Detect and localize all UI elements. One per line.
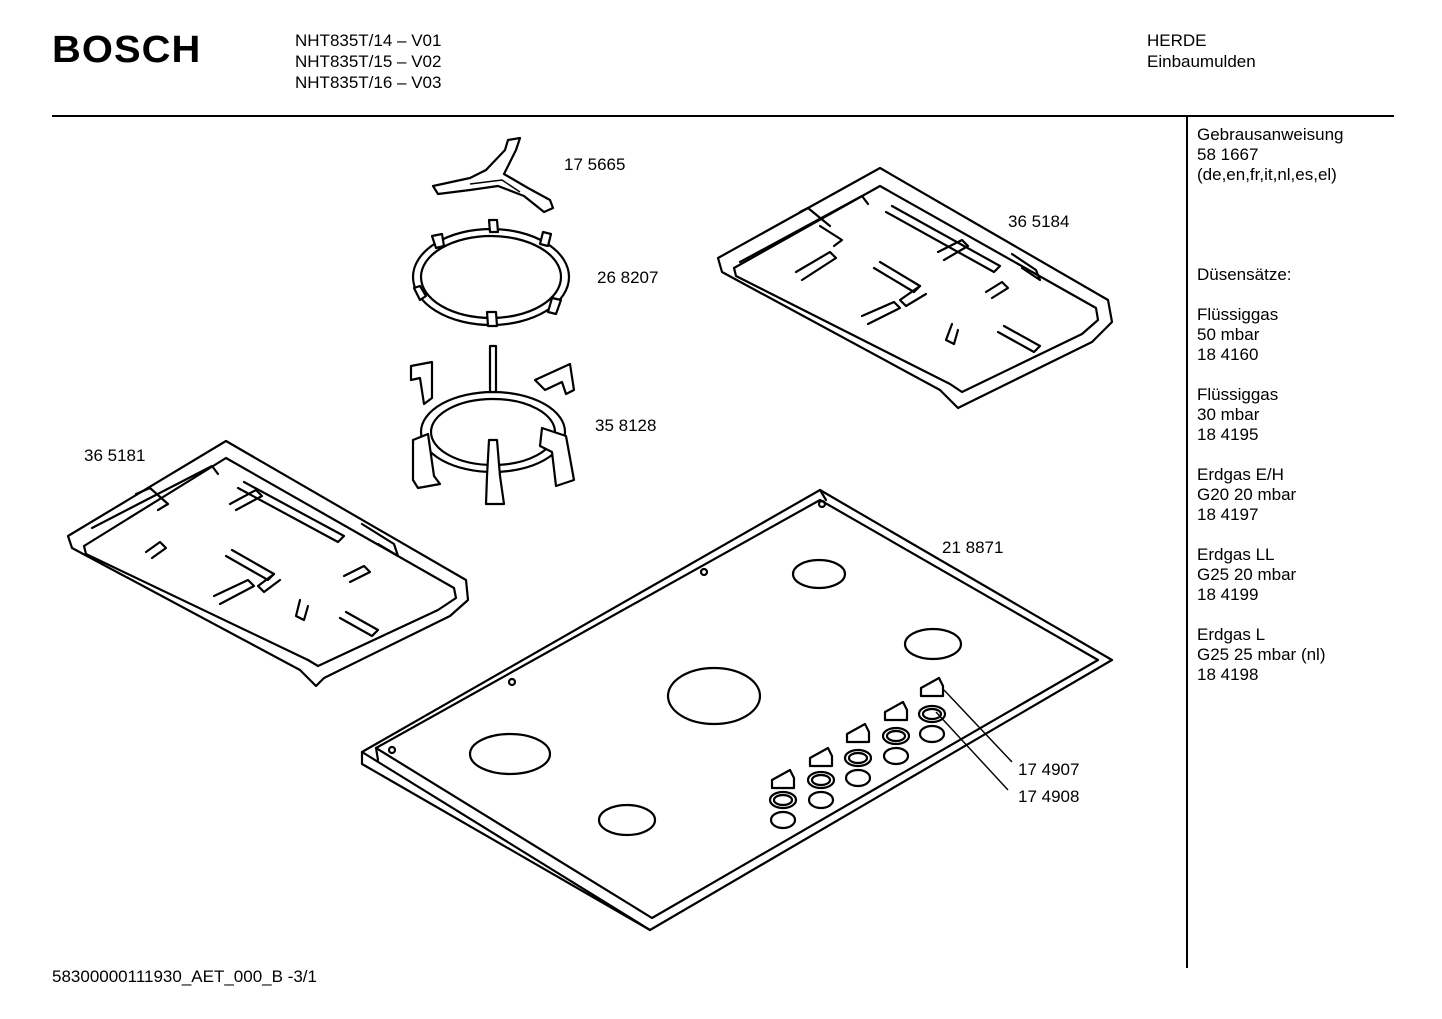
wok-ring-part [411,218,571,328]
nozzle-set: Flüssiggas 30 mbar 18 4195 [1197,385,1343,445]
brand-logo: BOSCH [52,29,202,71]
nozzle-part: 18 4195 [1197,425,1259,444]
leader-line-knob-ring [935,711,1009,791]
nozzle-pressure: 50 mbar [1197,325,1260,344]
control-knob-row [768,676,947,830]
header-divider [52,115,1394,117]
manual-part: 58 1667 [1197,145,1259,164]
nozzle-pressure: 30 mbar [1197,405,1260,424]
manual-block: Gebrausanweisung 58 1667 (de,en,fr,it,nl… [1197,125,1343,185]
nozzle-gas: Erdgas E/H [1197,465,1284,484]
nozzle-part: 18 4198 [1197,665,1259,684]
grate-right-part [716,166,1114,410]
part-label-wok-support: 35 8128 [595,416,656,435]
nozzle-part: 18 4197 [1197,505,1259,524]
model-number: NHT835T/15 – V02 [295,52,442,71]
model-number: NHT835T/14 – V01 [295,31,442,50]
sidebar-info: Gebrausanweisung 58 1667 (de,en,fr,it,nl… [1197,125,1343,685]
nozzle-set: Flüssiggas 50 mbar 18 4160 [1197,305,1343,365]
category-line: Einbaumulden [1147,52,1256,71]
document-reference: 58300000111930_AET_000_B -3/1 [52,967,317,986]
nozzle-part: 18 4160 [1197,345,1259,364]
part-label-knob: 17 4907 [1018,760,1079,779]
nozzle-set: Erdgas LL G25 20 mbar 18 4199 [1197,545,1343,605]
sidebar-divider [1186,116,1188,968]
nozzle-gas: Erdgas LL [1197,545,1275,564]
wok-support-part [409,344,576,506]
nozzle-pressure: G20 20 mbar [1197,485,1297,504]
model-number: NHT835T/16 – V03 [295,73,442,92]
hob-panel-part [360,488,1114,932]
part-label-grate-left: 36 5181 [84,446,145,465]
manual-languages: (de,en,fr,it,nl,es,el) [1197,165,1337,184]
part-label-wok-ring: 26 8207 [597,268,658,287]
nozzle-set: Erdgas L G25 25 mbar (nl) 18 4198 [1197,625,1343,685]
nozzle-set: Erdgas E/H G20 20 mbar 18 4197 [1197,465,1343,525]
nozzle-gas: Flüssiggas [1197,385,1279,404]
part-label-knob-ring: 17 4908 [1018,787,1079,806]
leader-line-knob [943,689,1013,763]
model-list: NHT835T/14 – V01 NHT835T/15 – V02 NHT835… [295,30,441,93]
nozzle-pressure: G25 20 mbar [1197,565,1297,584]
nozzle-gas: Flüssiggas [1197,305,1279,324]
nozzle-pressure: G25 25 mbar (nl) [1197,645,1326,664]
manual-title: Gebrausanweisung [1197,125,1344,144]
product-category: HERDE Einbaumulden [1147,30,1256,72]
category-line: HERDE [1147,31,1207,50]
grate-left-part [66,439,470,688]
part-label-wok-star: 17 5665 [564,155,625,174]
nozzle-title: Düsensätze: [1197,265,1292,284]
part-label-hob-panel: 21 8871 [942,538,1003,557]
wok-star-part [431,136,555,214]
nozzle-gas: Erdgas L [1197,625,1266,644]
nozzle-part: 18 4199 [1197,585,1259,604]
part-label-grate-right: 36 5184 [1008,212,1069,231]
